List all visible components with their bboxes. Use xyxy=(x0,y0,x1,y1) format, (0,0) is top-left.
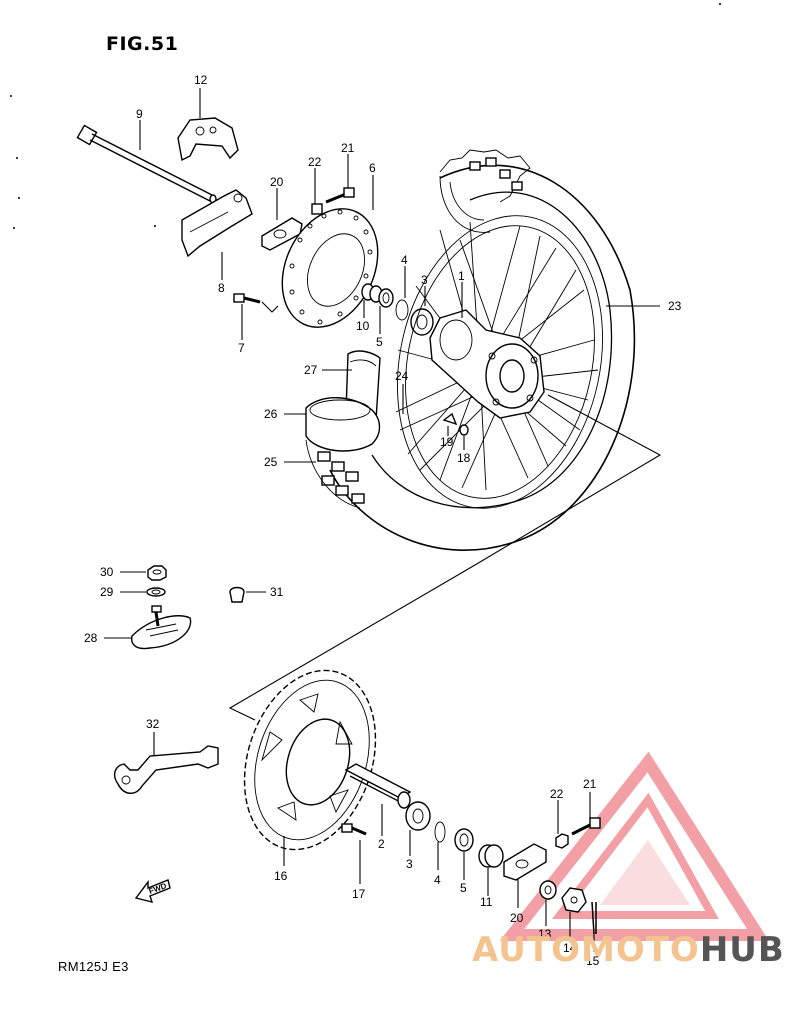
rim-lock-part-28 xyxy=(131,605,192,650)
callout-26: 26 xyxy=(264,407,278,421)
spacer-part-10 xyxy=(361,283,383,303)
callout-20-lower: 20 xyxy=(510,911,524,925)
collar-part-11 xyxy=(478,844,504,868)
callout-30: 30 xyxy=(100,565,114,579)
callout-12: 12 xyxy=(194,73,208,87)
callout-10: 10 xyxy=(356,319,370,333)
callout-6: 6 xyxy=(369,161,376,175)
leader-lines xyxy=(104,88,660,952)
callout-13: 13 xyxy=(538,927,552,941)
callout-22-upper: 22 xyxy=(308,155,322,169)
callout-9: 9 xyxy=(136,107,143,121)
rear-sprocket-part-16 xyxy=(243,669,377,851)
watermark-word-moto: MOTO xyxy=(580,930,700,970)
figure-title: FIG.51 xyxy=(106,33,179,55)
nut-part-22-upper xyxy=(311,203,323,215)
callout-19: 19 xyxy=(440,435,454,449)
callout-1: 1 xyxy=(458,269,465,283)
callout-3-upper: 3 xyxy=(421,273,428,287)
cotter-pin-part-15 xyxy=(591,901,597,935)
inner-tube-part-26 xyxy=(305,397,381,452)
watermark-word-auto: AUTO xyxy=(472,930,581,970)
forward-arrow-icon: FWD xyxy=(134,879,171,903)
callout-3-lower: 3 xyxy=(406,857,413,871)
callout-23: 23 xyxy=(668,299,682,313)
bearing-part-3-lower xyxy=(405,801,431,831)
model-code: RM125J E3 xyxy=(58,959,129,974)
circlip-part-4-lower xyxy=(434,821,446,843)
spacer-part-2 xyxy=(344,763,412,809)
callout-21-lower: 21 xyxy=(583,777,597,791)
callout-18: 18 xyxy=(457,451,471,465)
spoke-nipple-part-18 xyxy=(459,424,469,436)
washer-part-13 xyxy=(539,880,557,900)
callout-22-lower: 22 xyxy=(550,787,564,801)
callout-2: 2 xyxy=(378,837,385,851)
disc-bolt-part-7 xyxy=(233,293,279,313)
fwd-label: FWD xyxy=(148,881,168,896)
watermark-word-hub: HUB xyxy=(699,930,785,970)
oil-seal-part-5-upper xyxy=(378,288,394,308)
bearing-part-3-upper xyxy=(410,308,434,336)
caliper-bracket-part-12 xyxy=(177,117,239,162)
callout-27: 27 xyxy=(304,363,318,377)
sprocket-bolt-part-17 xyxy=(341,823,367,836)
circlip-part-4-upper xyxy=(395,299,409,321)
callout-20-upper: 20 xyxy=(270,175,284,189)
callout-24: 24 xyxy=(395,369,409,383)
callout-25: 25 xyxy=(264,455,278,469)
axle-nut-part-14 xyxy=(561,887,587,913)
assembly-link-lines xyxy=(228,394,662,721)
watermark-text: AUTOMOTOHUB xyxy=(472,930,785,970)
callout-17: 17 xyxy=(352,887,366,901)
scan-specks xyxy=(10,3,721,229)
callout-16: 16 xyxy=(274,869,288,883)
oil-seal-part-5-lower xyxy=(454,828,474,852)
callout-8: 8 xyxy=(218,281,225,295)
spoke-part-19 xyxy=(442,412,458,426)
callout-7: 7 xyxy=(238,341,245,355)
callout-32: 32 xyxy=(146,717,160,731)
callout-29: 29 xyxy=(100,585,114,599)
spoke-wrench-part-32 xyxy=(113,745,219,794)
washer-part-29 xyxy=(146,587,166,597)
callout-5-upper: 5 xyxy=(376,335,383,349)
bolt-part-21-lower xyxy=(571,817,601,836)
callout-14: 14 xyxy=(563,941,577,955)
adjuster-bracket-part-8 xyxy=(181,189,253,258)
axle-part-9 xyxy=(76,124,217,204)
bolt-part-21-upper xyxy=(325,187,355,204)
callout-5-lower: 5 xyxy=(460,881,467,895)
tire-part-23 xyxy=(305,149,636,551)
callout-11: 11 xyxy=(480,895,493,909)
nut-part-22-lower xyxy=(555,833,569,849)
nut-part-30 xyxy=(147,565,167,581)
valve-cap-part-31 xyxy=(229,586,245,603)
callout-4-upper: 4 xyxy=(401,253,408,267)
brake-disc-part-6 xyxy=(281,208,379,328)
callout-21-upper: 21 xyxy=(341,141,355,155)
callout-28: 28 xyxy=(84,631,98,645)
callout-15: 15 xyxy=(586,954,600,968)
hub-part-1 xyxy=(429,309,545,419)
callout-numbers: 12 9 8 20 22 21 6 7 10 5 4 3 1 23 24 27 … xyxy=(84,73,682,968)
chain-adjuster-part-20-lower xyxy=(503,843,547,881)
callout-31: 31 xyxy=(270,585,284,599)
watermark-logo xyxy=(499,751,769,941)
callout-4-lower: 4 xyxy=(434,873,441,887)
